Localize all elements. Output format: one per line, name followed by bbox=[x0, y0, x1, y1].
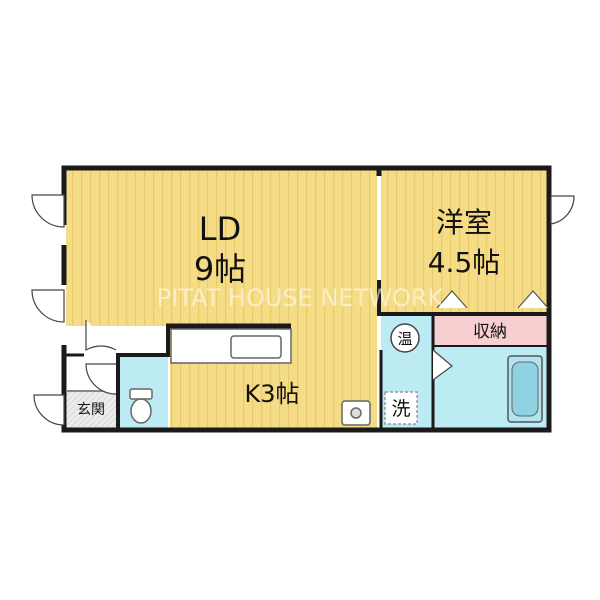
wash-basin bbox=[341, 400, 371, 426]
water-heater-label: 温 bbox=[397, 330, 412, 348]
balcony-door bbox=[33, 394, 65, 426]
toilet-door bbox=[85, 363, 117, 395]
watermark: PITAT HOUSE NETWORK bbox=[157, 284, 445, 312]
storage-label: 収納 bbox=[473, 322, 507, 342]
entrance-label: 玄関 bbox=[77, 401, 105, 418]
western-room-floor bbox=[381, 170, 547, 314]
western-room-size-label: 4.5帖 bbox=[428, 246, 501, 279]
washer-space bbox=[384, 391, 418, 425]
door-swings bbox=[31, 194, 575, 426]
ld-label: LD bbox=[199, 210, 241, 248]
bathtub bbox=[507, 355, 543, 423]
closet-doors bbox=[436, 290, 549, 309]
toilet-fixture bbox=[129, 388, 153, 424]
entrance-floor bbox=[66, 391, 116, 428]
western-room-label: 洋室 bbox=[436, 206, 492, 239]
ld-floor bbox=[66, 170, 377, 326]
front-door bbox=[31, 194, 65, 228]
hall-door bbox=[85, 320, 117, 352]
washer-label: 洗 bbox=[391, 398, 410, 420]
kitchen-sink-counter bbox=[170, 328, 292, 364]
washroom-door bbox=[432, 349, 453, 381]
entrance-door bbox=[31, 289, 65, 323]
water-heater-symbol bbox=[390, 323, 420, 353]
right-window-door bbox=[550, 195, 575, 225]
kitchen-label: K3帖 bbox=[244, 380, 299, 408]
ld-size-label: 9帖 bbox=[194, 250, 246, 288]
storage-floor bbox=[433, 314, 547, 346]
